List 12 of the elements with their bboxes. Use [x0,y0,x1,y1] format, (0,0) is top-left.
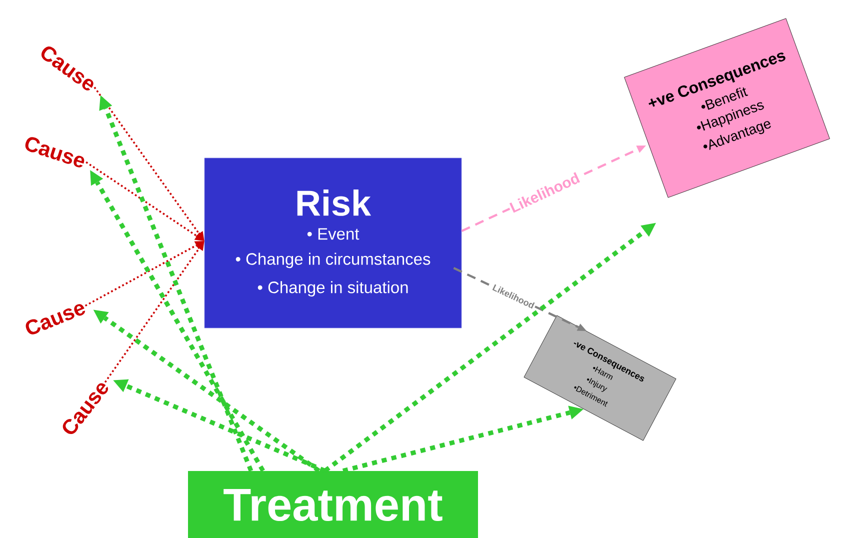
arrow [99,95,254,472]
arrow [342,406,584,473]
arrow [86,161,204,241]
arrow [324,222,656,473]
arrow [104,241,204,383]
cause-label: Cause [26,304,86,334]
treatment-box: Treatment [188,471,478,538]
arrow [113,379,326,473]
arrow [90,170,265,472]
process-box: Risk • Event • Change in circumstances • Change in situation [204,158,462,328]
arrow [93,310,320,473]
cause-label: Cause [25,137,84,168]
